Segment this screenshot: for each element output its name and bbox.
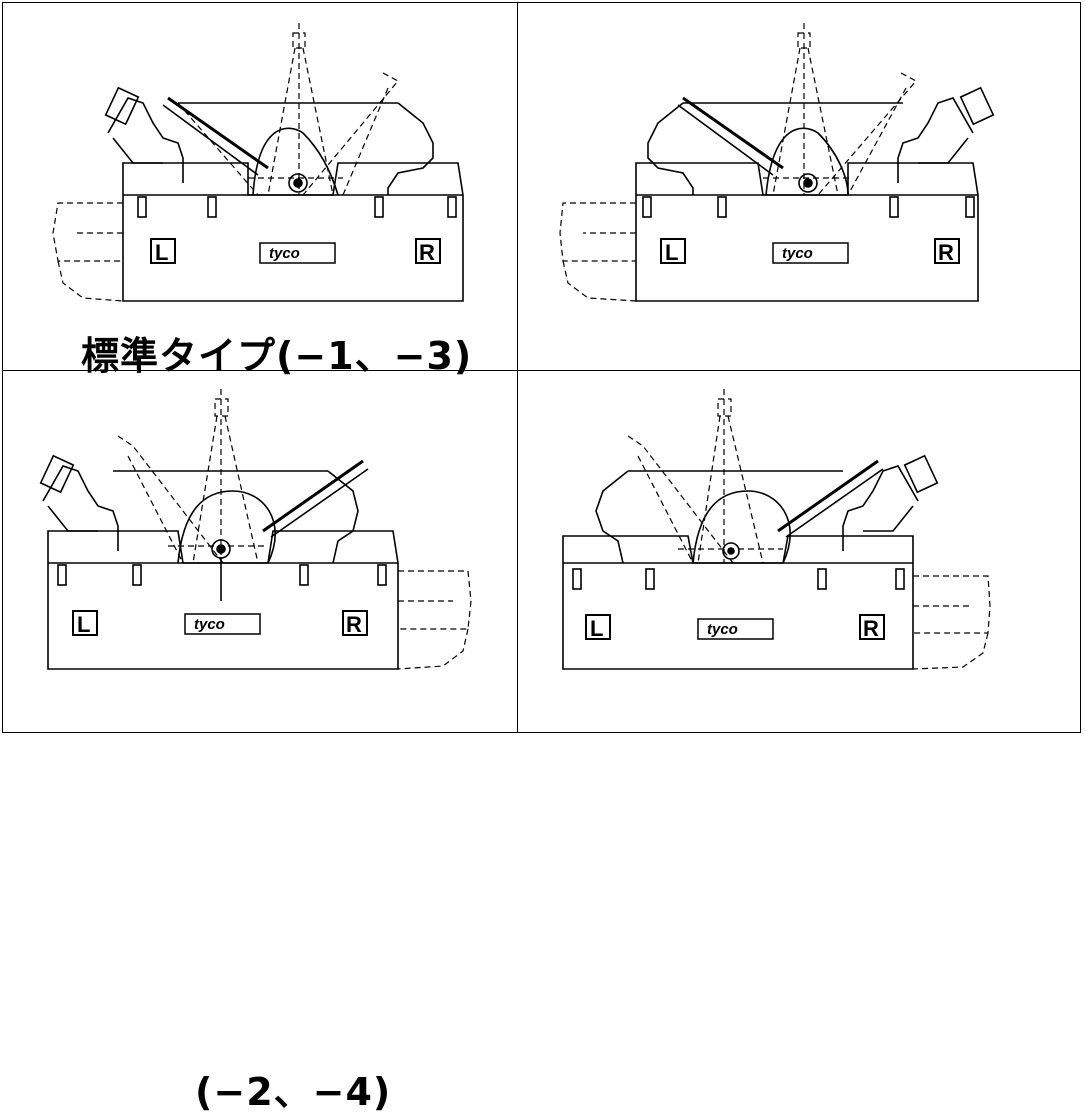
- right-label: R: [346, 612, 362, 637]
- panel-top-left: L R tyco 標準タイプ(−1、−3): [3, 3, 518, 378]
- panel-bottom-left: L R tyco (−2、−4): [3, 371, 518, 1114]
- panel-bottom-right: L R tyco: [518, 371, 1080, 732]
- left-label: L: [590, 616, 603, 641]
- panel-top-right: L R tyco: [518, 3, 1080, 371]
- left-label: L: [155, 240, 168, 265]
- sprinkler-drawing-top-left: L R tyco: [52, 23, 464, 302]
- sprinkler-drawing-bottom-left: L R tyco: [39, 389, 472, 670]
- left-label: L: [77, 612, 90, 637]
- left-label: L: [665, 240, 678, 265]
- brand-logo: tyco: [194, 616, 225, 633]
- brand-logo: tyco: [782, 245, 813, 262]
- caption-alternate-type: (−2、−4): [195, 1070, 392, 1114]
- brand-logo: tyco: [269, 245, 300, 262]
- brand-logo: tyco: [707, 621, 738, 638]
- caption-standard-type: 標準タイプ(−1、−3): [81, 334, 473, 378]
- sprinkler-drawing-bottom-right: L R tyco: [562, 389, 991, 670]
- right-label: R: [863, 616, 879, 641]
- right-label: R: [419, 240, 435, 265]
- right-label: R: [938, 240, 954, 265]
- sprinkler-drawing-top-right: L R tyco: [559, 23, 995, 302]
